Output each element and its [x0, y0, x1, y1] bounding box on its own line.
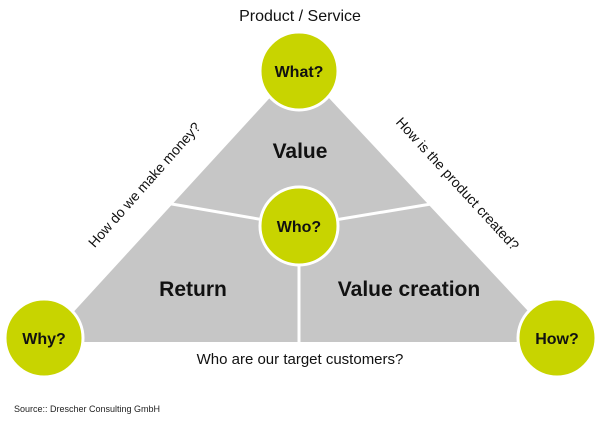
node-what-label: What? — [275, 64, 324, 81]
section-return: Return — [159, 278, 227, 301]
section-value: Value — [273, 140, 328, 163]
node-what: What? — [258, 30, 340, 112]
edge-label-bottom: Who are our target customers? — [197, 351, 404, 368]
node-why-label: Why? — [22, 331, 66, 348]
top-label: Product / Service — [239, 8, 361, 25]
node-how-label: How? — [535, 331, 579, 348]
node-why: Why? — [3, 297, 85, 379]
source-note: Source:: Drescher Consulting GmbH — [14, 404, 161, 414]
section-value-creation: Value creation — [338, 278, 480, 301]
node-how: How? — [516, 297, 598, 379]
node-who-label: Who? — [277, 219, 321, 236]
node-who: Who? — [258, 185, 340, 267]
